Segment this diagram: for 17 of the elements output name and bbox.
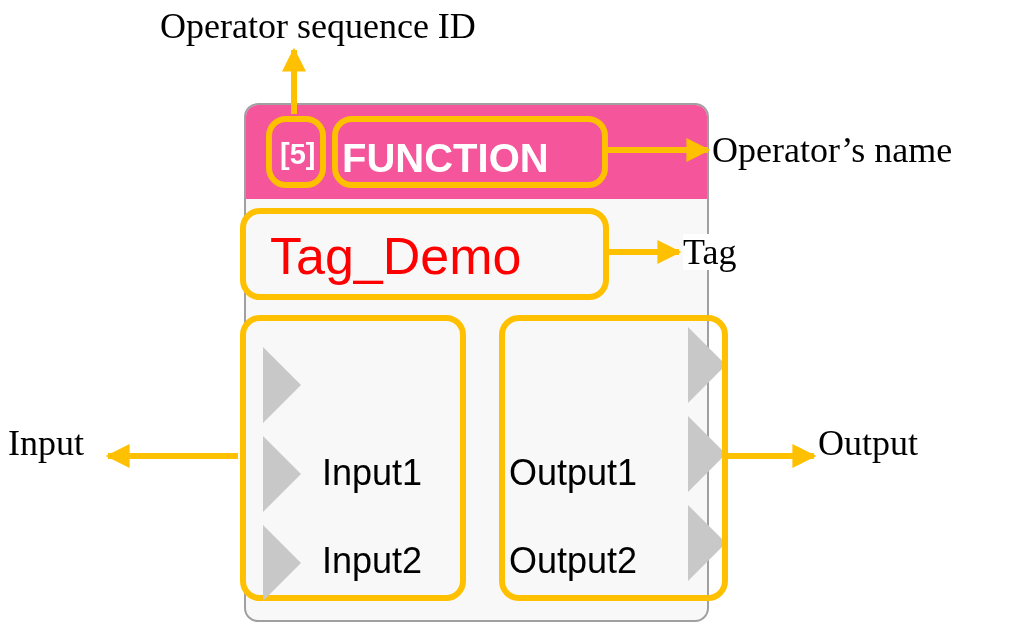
input-port-label: Input1 xyxy=(322,455,423,491)
arrow xyxy=(606,138,711,162)
highlight-box xyxy=(266,116,326,188)
highlight-box xyxy=(240,208,609,300)
sequence-id: [5] xyxy=(280,140,316,169)
callout-label-text: Tag xyxy=(683,234,737,270)
arrow xyxy=(105,444,238,468)
output-port-label: Output1 xyxy=(509,455,638,491)
operator-name: FUNCTION xyxy=(342,138,549,178)
arrow xyxy=(607,240,682,264)
highlight-box xyxy=(332,116,608,188)
input-port-label: Input2 xyxy=(322,543,423,579)
arrow xyxy=(282,47,306,114)
output-port-label: Output2 xyxy=(509,543,638,579)
highlight-box xyxy=(240,315,466,601)
arrow xyxy=(726,444,817,468)
highlight-box xyxy=(499,315,728,601)
